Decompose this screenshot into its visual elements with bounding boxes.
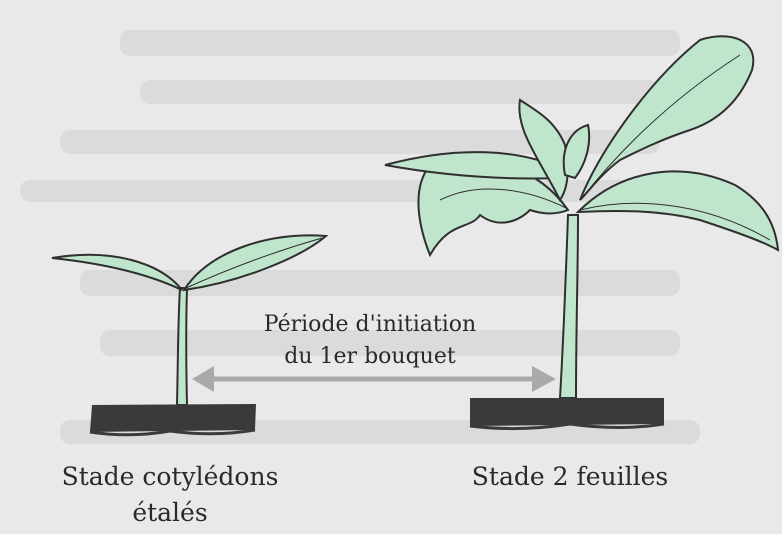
initiation-period-label-line1: Période d'initiation <box>180 312 560 337</box>
cotyledon-stage-label-line2: étalés <box>20 498 320 527</box>
soil-right <box>470 398 664 426</box>
arrow-head-right <box>532 366 556 392</box>
initiation-period-arrow <box>192 366 556 392</box>
main-stem <box>560 215 578 398</box>
initiation-period-label-line2: du 1er bouquet <box>180 344 560 369</box>
arrow-head-left <box>192 366 214 392</box>
upper-left-leaf <box>385 152 560 178</box>
two-leaf-stage-label: Stade 2 feuilles <box>420 462 720 491</box>
cotyledon-stage-label-line1: Stade cotylédons <box>20 462 320 491</box>
background-texture <box>20 30 700 444</box>
soil-left <box>90 404 256 432</box>
